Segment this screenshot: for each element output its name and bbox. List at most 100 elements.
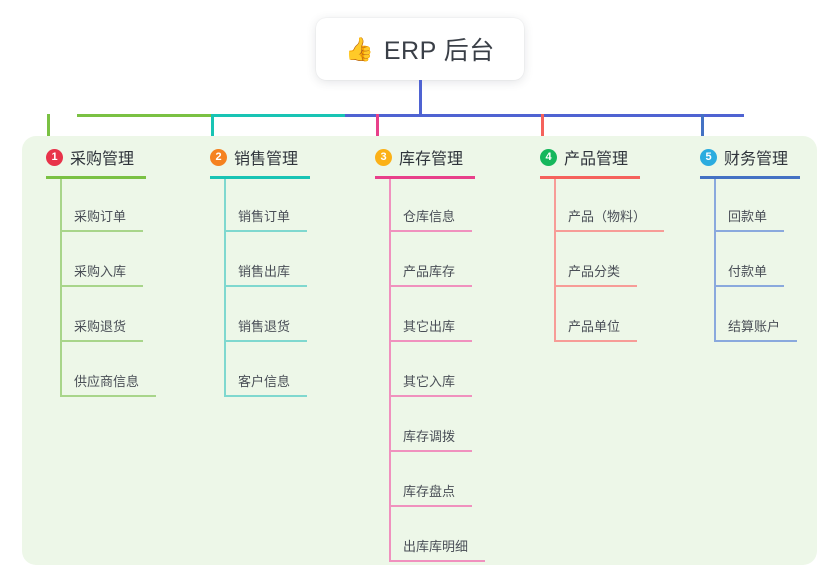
root-connector (419, 80, 422, 116)
column-badge-2: 2 (210, 148, 227, 166)
column-stem-4 (554, 179, 556, 342)
column-underline-2 (210, 176, 310, 179)
leaf-item[interactable]: 结算账户 (714, 302, 797, 342)
column-stem-5 (714, 179, 716, 342)
leaf-item-label: 产品（物料） (568, 209, 647, 224)
leaf-item-rule (224, 230, 307, 232)
leaf-item-rule (60, 340, 143, 342)
column-badge-3: 3 (375, 148, 392, 166)
column-header-1[interactable]: 1 采购管理 (46, 145, 134, 169)
leaf-item[interactable]: 库存调拨 (389, 412, 472, 452)
column-header-5[interactable]: 5 财务管理 (700, 145, 788, 169)
leaf-item-label: 采购订单 (74, 209, 127, 224)
column-badge-1: 1 (46, 148, 63, 166)
column-underline-5 (700, 176, 800, 179)
leaf-item-label: 客户信息 (238, 374, 291, 389)
bus-segment-2 (213, 114, 345, 117)
leaf-item-rule (554, 340, 637, 342)
column-drop-3 (376, 114, 379, 136)
leaf-item[interactable]: 产品库存 (389, 247, 472, 287)
leaf-item-label: 库存盘点 (403, 484, 456, 499)
leaf-item-label: 库存调拨 (403, 429, 456, 444)
leaf-item[interactable]: 产品分类 (554, 247, 637, 287)
leaf-item-rule (389, 395, 472, 397)
leaf-item-rule (224, 285, 307, 287)
leaf-item[interactable]: 其它入库 (389, 357, 472, 397)
leaf-item[interactable]: 销售出库 (224, 247, 307, 287)
column-drop-4 (541, 114, 544, 136)
column-header-2[interactable]: 2 销售管理 (210, 145, 298, 169)
root-node[interactable]: 👍 ERP 后台 (316, 18, 524, 80)
leaf-item-rule (389, 505, 472, 507)
leaf-item[interactable]: 产品（物料） (554, 192, 664, 232)
leaf-item[interactable]: 付款单 (714, 247, 784, 287)
leaf-item-rule (60, 285, 143, 287)
column-header-4[interactable]: 4 产品管理 (540, 145, 628, 169)
leaf-item-rule (224, 395, 307, 397)
column-drop-1 (47, 114, 50, 136)
column-title-5: 财务管理 (724, 151, 789, 168)
leaf-item-rule (60, 230, 143, 232)
leaf-item[interactable]: 销售订单 (224, 192, 307, 232)
leaf-item-rule (224, 340, 307, 342)
leaf-item-label: 销售退货 (238, 319, 291, 334)
leaf-item-rule (714, 230, 784, 232)
leaf-item-label: 供应商信息 (74, 374, 140, 389)
column-badge-5: 5 (700, 148, 717, 166)
leaf-item-label: 其它出库 (403, 319, 456, 334)
bus-segment-1 (77, 114, 213, 117)
leaf-item[interactable]: 其它出库 (389, 302, 472, 342)
leaf-item-label: 仓库信息 (403, 209, 456, 224)
leaf-item-label: 结算账户 (728, 319, 781, 334)
column-underline-3 (375, 176, 475, 179)
leaf-item-label: 销售出库 (238, 264, 291, 279)
column-title-1: 采购管理 (70, 151, 135, 168)
bus-segment-3 (345, 114, 744, 117)
column-header-3[interactable]: 3 库存管理 (375, 145, 463, 169)
root-node-label: ERP 后台 (383, 37, 495, 65)
leaf-item-label: 付款单 (728, 264, 768, 279)
leaf-item-rule (389, 340, 472, 342)
leaf-item[interactable]: 产品单位 (554, 302, 637, 342)
column-underline-4 (540, 176, 640, 179)
leaf-item[interactable]: 回款单 (714, 192, 784, 232)
leaf-item-label: 其它入库 (403, 374, 456, 389)
column-drop-5 (701, 114, 704, 136)
leaf-item-label: 采购退货 (74, 319, 127, 334)
column-title-4: 产品管理 (564, 151, 629, 168)
leaf-item-label: 出库库明细 (403, 539, 469, 554)
thumbs-up-icon: 👍 (345, 35, 374, 62)
leaf-item-label: 销售订单 (238, 209, 291, 224)
leaf-item[interactable]: 采购退货 (60, 302, 143, 342)
leaf-item[interactable]: 仓库信息 (389, 192, 472, 232)
column-badge-4: 4 (540, 148, 557, 166)
leaf-item[interactable]: 供应商信息 (60, 357, 156, 397)
leaf-item[interactable]: 出库库明细 (389, 522, 485, 562)
leaf-item-rule (554, 285, 637, 287)
leaf-item-label: 采购入库 (74, 264, 127, 279)
column-stem-2 (224, 179, 226, 397)
leaf-item[interactable]: 采购入库 (60, 247, 143, 287)
leaf-item-rule (389, 560, 485, 562)
leaf-item-rule (554, 230, 664, 232)
column-stem-1 (60, 179, 62, 397)
leaf-item-rule (389, 450, 472, 452)
leaf-item-rule (714, 340, 797, 342)
leaf-item-label: 产品分类 (568, 264, 621, 279)
column-title-2: 销售管理 (234, 151, 299, 168)
leaf-item-label: 产品库存 (403, 264, 456, 279)
leaf-item-rule (389, 230, 472, 232)
column-title-3: 库存管理 (399, 151, 464, 168)
leaf-item-label: 产品单位 (568, 319, 621, 334)
column-underline-1 (46, 176, 146, 179)
leaf-item[interactable]: 客户信息 (224, 357, 307, 397)
leaf-item[interactable]: 库存盘点 (389, 467, 472, 507)
leaf-item-label: 回款单 (728, 209, 768, 224)
leaf-item[interactable]: 销售退货 (224, 302, 307, 342)
leaf-item-rule (389, 285, 472, 287)
diagram-panel (22, 136, 817, 565)
column-stem-3 (389, 179, 391, 562)
leaf-item[interactable]: 采购订单 (60, 192, 143, 232)
leaf-item-rule (60, 395, 156, 397)
